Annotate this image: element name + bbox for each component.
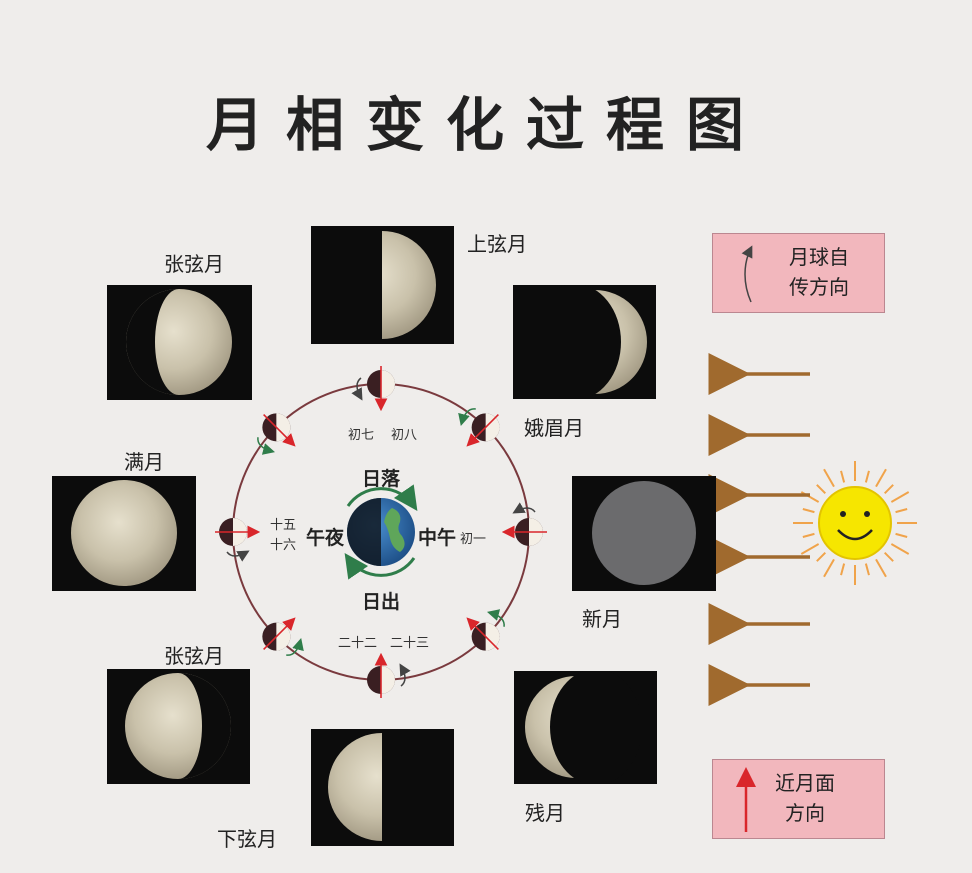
orbit-moon-first-quarter	[351, 366, 395, 412]
panel-waxing-crescent	[513, 285, 656, 399]
panel-waning-crescent	[514, 671, 657, 784]
legend-rotation-direction: 月球自 传方向	[712, 233, 885, 313]
panel-new-moon	[572, 476, 716, 591]
label-day8: 初八	[391, 428, 418, 443]
legend-rotation-line1: 月球自	[789, 245, 849, 269]
label-new-moon: 新月	[582, 607, 622, 631]
page-title: 月相变化过程图	[205, 91, 766, 159]
label-day15: 十五	[270, 518, 297, 533]
orbit-moon-new	[501, 502, 547, 546]
orbit-moon-waxing-crescent	[458, 408, 500, 447]
label-day16: 十六	[270, 538, 297, 553]
label-waning-crescent: 残月	[525, 801, 565, 825]
label-day22: 二十二	[338, 636, 378, 651]
label-waxing-crescent: 娥眉月	[524, 416, 584, 440]
sunlight-arrows	[708, 353, 810, 706]
label-waxing-gibbous: 张弦月	[164, 252, 224, 276]
near-side-arrow-icon	[736, 767, 756, 832]
panel-last-quarter	[311, 729, 454, 846]
label-day7: 初七	[348, 428, 375, 443]
label-noon: 中午	[418, 527, 457, 549]
earth-icon	[344, 484, 418, 580]
sun-icon	[793, 461, 917, 585]
label-waning-gibbous: 张弦月	[164, 644, 224, 668]
label-full-moon: 满月	[124, 450, 164, 474]
orbit-moon-last-quarter	[367, 652, 411, 698]
panel-first-quarter	[311, 226, 454, 344]
orbit-moon-waning-gibbous	[262, 617, 304, 656]
label-midnight: 午夜	[306, 527, 345, 549]
orbit-moon-waning-crescent	[466, 609, 505, 651]
panel-full-moon	[52, 476, 196, 591]
legend-rotation-line2: 传方向	[789, 275, 849, 299]
label-sunrise: 日出	[362, 591, 401, 613]
legend-near-side-direction: 近月面 方向	[712, 759, 885, 839]
legend-near-side-line1: 近月面	[775, 771, 835, 795]
legend-near-side-line2: 方向	[785, 801, 825, 825]
orbit-moons	[215, 366, 547, 698]
label-day1: 初一	[460, 532, 487, 547]
panel-waning-gibbous	[107, 669, 250, 784]
label-day23: 二十三	[390, 636, 430, 651]
rotation-arrow-icon	[741, 245, 753, 303]
label-first-quarter: 上弦月	[467, 232, 527, 256]
orbit-moon-waxing-gibbous	[257, 413, 296, 455]
orbit-moon-full	[215, 518, 261, 562]
panel-waxing-gibbous	[107, 285, 252, 400]
label-sunset: 日落	[362, 468, 401, 490]
label-last-quarter: 下弦月	[217, 827, 277, 851]
